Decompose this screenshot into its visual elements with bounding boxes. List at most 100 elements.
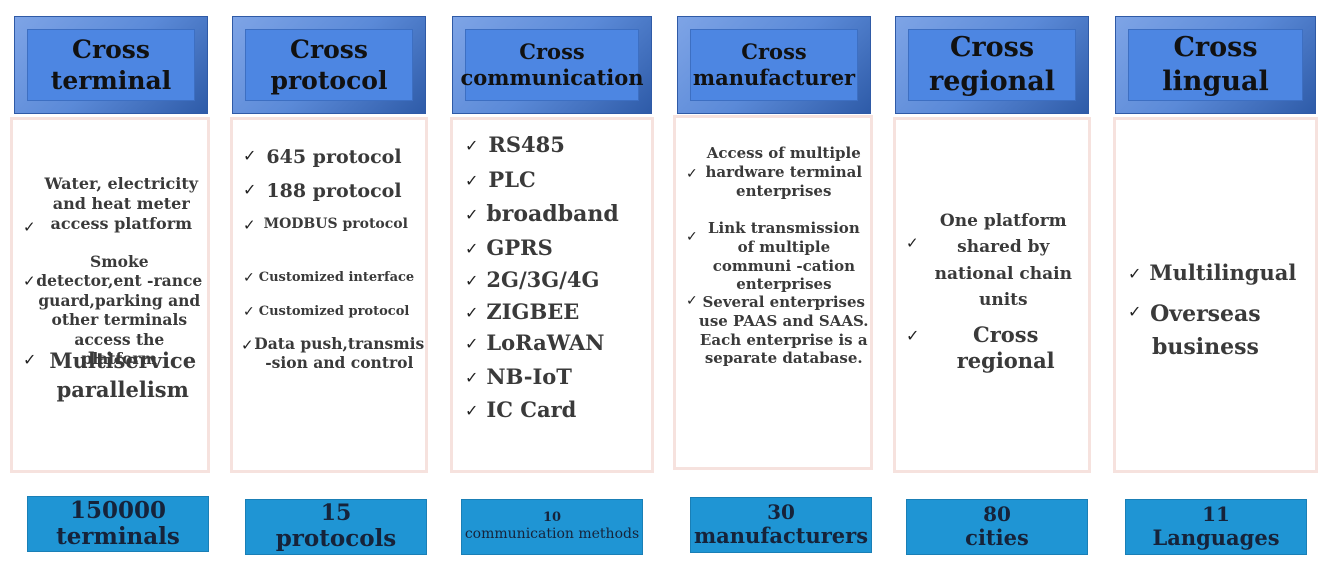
list-item: ✓ Smoke detector,ent -rance guard,parkin…: [13, 252, 207, 368]
stat-label: terminals: [56, 523, 180, 550]
stat-terminals: 150000 terminals: [27, 496, 209, 552]
list-item: ✓ Cross regional: [896, 322, 1088, 375]
check-icon: ✓: [243, 216, 256, 234]
stat-label: communication methods: [464, 526, 640, 543]
item-text: Cross regional: [956, 322, 1055, 374]
stat-cities: 80 cities: [906, 499, 1088, 555]
list-item: ✓ ZIGBEE: [453, 299, 651, 325]
stat-number: 150000: [69, 496, 167, 524]
list-item: ✓ broadband: [453, 201, 651, 229]
panel-cross-regional: ✓ One platform shared by national chain …: [893, 117, 1091, 473]
list-item: ✓ Multiservice parallelism: [13, 346, 207, 405]
header-face: [908, 29, 1076, 101]
check-icon: ✓: [906, 234, 919, 252]
list-item: ✓ Customized interface: [233, 270, 425, 286]
list-item: ✓ PLC: [453, 167, 651, 193]
item-text: Data push,transmis -sion and control: [254, 334, 425, 373]
list-item: ✓ MODBUS protocol: [233, 216, 425, 234]
header-cross-communication: Cross communication: [452, 16, 652, 114]
item-text: Smoke detector,ent -rance guard,parking …: [36, 252, 203, 368]
header-title-line1: Cross: [949, 32, 1035, 64]
check-icon: ✓: [465, 239, 479, 258]
check-icon: ✓: [465, 136, 479, 155]
stat-number: 30: [767, 500, 795, 525]
check-icon: ✓: [1128, 302, 1142, 321]
panel-cross-terminal: ✓ Water, electricity and heat meter acce…: [10, 117, 210, 473]
list-item: ✓ One platform shared by national chain …: [896, 208, 1088, 313]
list-item: ✓ IC Card: [453, 397, 651, 423]
stat-label: Languages: [1152, 525, 1280, 551]
item-text: RS485: [488, 132, 565, 157]
list-item: ✓ 645 protocol: [233, 146, 425, 170]
check-icon: ✓: [465, 334, 479, 353]
list-item: ✓ Data push,transmis -sion and control: [233, 334, 425, 373]
list-item: ✓ Customized protocol: [233, 304, 425, 320]
check-icon: ✓: [465, 171, 479, 190]
check-icon: ✓: [465, 205, 479, 224]
item-text: Several enterprises use PAAS and SAAS. E…: [698, 293, 869, 368]
stat-number: 11: [1202, 502, 1230, 527]
item-text: Customized interface: [258, 270, 415, 285]
header-face: [245, 29, 413, 101]
item-text: 2G/3G/4G: [486, 267, 600, 292]
list-item: ✓ LoRaWAN: [453, 330, 651, 356]
header-title-line1: Cross: [519, 38, 585, 64]
check-icon: ✓: [465, 401, 479, 420]
header-title-line2: protocol: [270, 66, 388, 95]
header-face: [1128, 29, 1303, 101]
header-title-line2: communication: [460, 65, 644, 90]
list-item: ✓ Water, electricity and heat meter acce…: [13, 174, 207, 236]
item-text: PLC: [488, 167, 536, 192]
item-text: Customized protocol: [258, 304, 410, 319]
check-icon: ✓: [906, 326, 920, 345]
header-cross-terminal: Cross terminal: [14, 16, 208, 114]
check-icon: ✓: [686, 229, 698, 245]
header-title-line2: manufacturer: [692, 65, 856, 90]
list-item: ✓ Access of multiple hardware terminal e…: [676, 144, 870, 200]
item-text: GPRS: [486, 235, 553, 260]
item-text: One platform shared by national chain un…: [934, 211, 1072, 311]
item-text: Multiservice parallelism: [49, 348, 197, 403]
item-text: Water, electricity and heat meter access…: [44, 174, 199, 233]
check-icon: ✓: [465, 271, 479, 290]
panel-cross-manufacturer: ✓ Access of multiple hardware terminal e…: [673, 115, 873, 470]
stat-communication-methods: 10 communication methods: [461, 499, 643, 555]
header-title-line1: Cross: [1173, 32, 1258, 64]
stat-protocols: 15 protocols: [245, 499, 427, 555]
panel-cross-communication: ✓ RS485 ✓ PLC ✓ broadband ✓ GPRS ✓ 2G/3G…: [450, 117, 654, 473]
item-text: 188 protocol: [266, 180, 402, 202]
list-item: ✓ Link transmission of multiple communi …: [676, 219, 870, 294]
header-title-line2: regional: [929, 66, 1055, 97]
stat-languages: 11 Languages: [1125, 499, 1307, 555]
check-icon: ✓: [23, 272, 36, 290]
check-icon: ✓: [243, 180, 257, 199]
header-title-line2: lingual: [1162, 66, 1269, 97]
list-item: ✓ 2G/3G/4G: [453, 267, 651, 293]
stat-manufacturers: 30 manufacturers: [690, 497, 872, 553]
header-face: [465, 29, 639, 101]
item-text: 645 protocol: [266, 146, 402, 168]
header-cross-lingual: Cross lingual: [1115, 16, 1316, 114]
header-title-line1: Cross: [290, 34, 368, 64]
check-icon: ✓: [1128, 264, 1142, 283]
item-text: NB-IoT: [486, 364, 572, 389]
list-item: ✓ Several enterprises use PAAS and SAAS.…: [676, 293, 870, 368]
header-cross-regional: Cross regional: [895, 16, 1089, 114]
stat-number: 10: [542, 510, 562, 526]
header-face: [27, 29, 195, 101]
header-title-line1: Cross: [741, 38, 807, 64]
header-cross-protocol: Cross protocol: [232, 16, 426, 114]
stat-number: 15: [320, 500, 352, 527]
check-icon: ✓: [243, 146, 257, 165]
list-item: ✓ RS485: [453, 132, 651, 158]
list-item: ✓ NB-IoT: [453, 364, 651, 390]
stat-label: manufacturers: [693, 523, 869, 549]
check-icon: ✓: [243, 270, 255, 286]
item-text: MODBUS protocol: [263, 216, 408, 232]
item-text: Overseas business: [1150, 301, 1261, 360]
check-icon: ✓: [23, 218, 36, 236]
stat-number: 80: [983, 502, 1011, 527]
header-cross-manufacturer: Cross manufacturer: [677, 16, 871, 114]
check-icon: ✓: [241, 336, 254, 354]
stat-label: protocols: [275, 525, 397, 553]
